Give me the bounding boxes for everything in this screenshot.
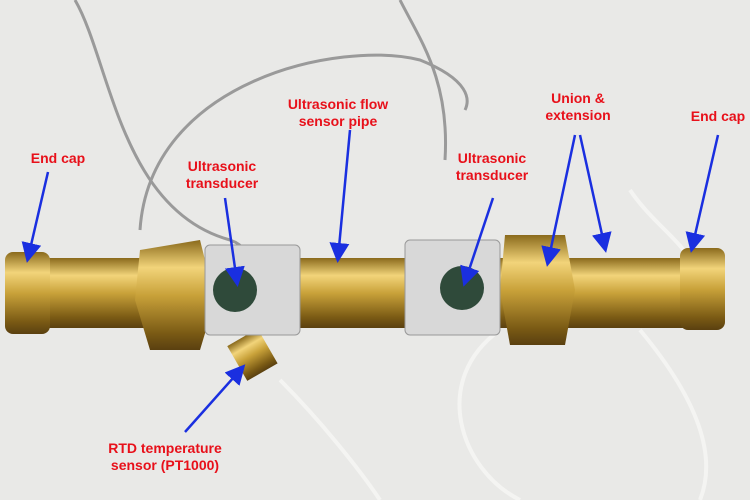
- arrow-end-cap-right: [685, 134, 720, 253]
- label-text: Union &: [551, 90, 605, 106]
- arrow-rtd: [184, 364, 246, 433]
- label-end-cap-left: End cap: [31, 150, 85, 167]
- label-union-extension: Union &extension: [545, 90, 610, 124]
- label-text: sensor (PT1000): [110, 457, 220, 473]
- annotation-arrows: [21, 129, 720, 433]
- label-text: transducer: [185, 175, 259, 191]
- arrow-extension: [578, 134, 612, 253]
- arrow-transducer-right: [460, 197, 495, 287]
- rtd-fitting: [227, 328, 278, 381]
- arrow-pipe: [329, 129, 352, 263]
- arrow-transducer-left: [223, 197, 245, 287]
- white-cables: [278, 188, 709, 500]
- hex-nut-left: [135, 240, 215, 350]
- label-text: sensor pipe: [298, 113, 378, 129]
- transducer-left: [204, 244, 301, 336]
- pipe-body: [20, 258, 720, 328]
- label-text: RTD temperature: [108, 440, 222, 456]
- end-cap-right: [680, 248, 725, 330]
- label-text: extension: [545, 107, 611, 123]
- transducer-right: [404, 239, 501, 336]
- label-text: Ultrasonic: [457, 150, 527, 166]
- label-text: transducer: [455, 167, 529, 183]
- label-text: End cap: [30, 150, 86, 166]
- arrow-union: [541, 134, 577, 267]
- union-nut: [500, 235, 575, 345]
- label-text: Ultrasonic flow: [287, 96, 389, 112]
- end-cap-left: [5, 252, 50, 334]
- label-text: Ultrasonic: [187, 158, 257, 174]
- label-end-cap-right: End cap: [691, 108, 745, 125]
- label-text: End cap: [690, 108, 746, 124]
- arrow-end-cap-left: [21, 171, 50, 263]
